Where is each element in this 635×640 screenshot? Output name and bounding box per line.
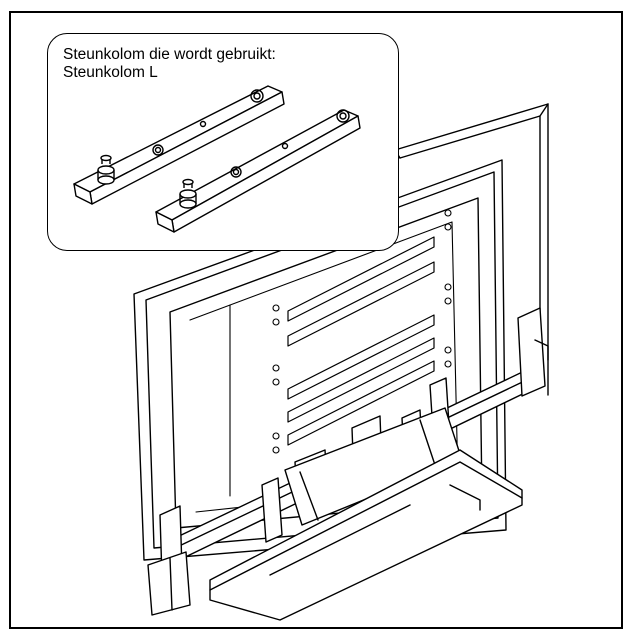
corner-columns bbox=[147, 551, 191, 616]
bolt-icon bbox=[97, 154, 115, 185]
callout-caption: Steunkolom die wordt gebruikt: Steunkolo… bbox=[63, 46, 276, 82]
support-column-piece-2 bbox=[155, 109, 361, 233]
callout-line-2: Steunkolom L bbox=[63, 64, 158, 81]
bolt-icon bbox=[179, 178, 197, 209]
support-column-parts bbox=[73, 85, 361, 233]
detail-callout: Steunkolom die wordt gebruikt: Steunkolo… bbox=[47, 33, 399, 251]
support-column-piece-1 bbox=[73, 85, 285, 205]
callout-line-1: Steunkolom die wordt gebruikt: bbox=[63, 46, 276, 63]
vent-slots bbox=[287, 236, 435, 446]
stand-base bbox=[209, 449, 523, 621]
mounting-holes bbox=[272, 209, 452, 454]
